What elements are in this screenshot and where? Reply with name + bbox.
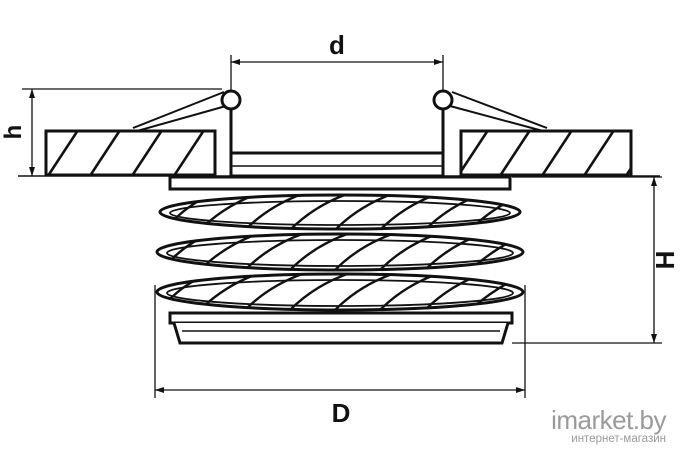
- left-spring-pivot-icon: [220, 89, 242, 111]
- watermark-subtitle: интернет-магазин: [571, 433, 666, 445]
- dimension-label-h: h: [0, 125, 27, 140]
- bottom-ring: [168, 311, 514, 345]
- left-ceiling-section: [44, 129, 217, 177]
- dimension-label-d: d: [329, 30, 345, 60]
- top-bezel-plate: [168, 175, 512, 191]
- watermark-brand: imarket.by: [551, 405, 666, 435]
- dimension-label-D: D: [332, 398, 351, 428]
- dimension-label-H: H: [650, 251, 680, 270]
- right-spring-pivot-icon: [432, 89, 454, 111]
- watermark: imarket.by интернет-магазин: [551, 407, 666, 446]
- decorative-coil: [155, 193, 525, 312]
- dimension-lines: [22, 55, 662, 398]
- right-ceiling-section: [459, 129, 633, 177]
- housing-body: [229, 151, 445, 178]
